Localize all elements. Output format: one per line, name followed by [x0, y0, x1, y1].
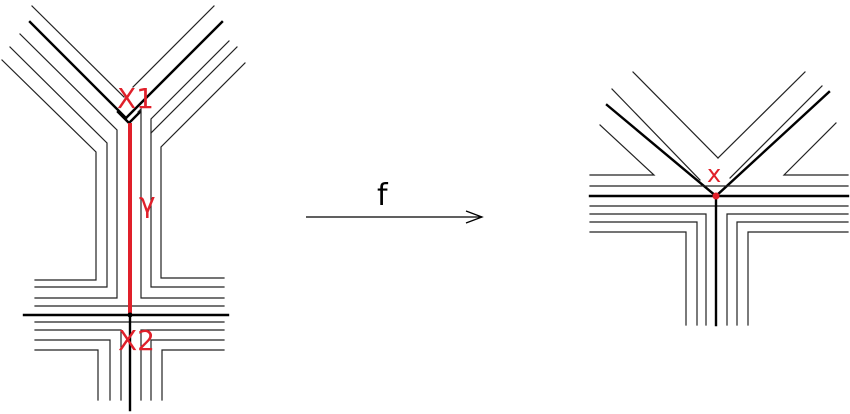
- right-outer-contour-2: [160, 62, 246, 279]
- bottom-contour-right-2: [150, 339, 225, 401]
- gamma-label: γ: [139, 186, 156, 219]
- left-thick-branch-right: [124, 20, 224, 120]
- left-outer-contour-3: [19, 33, 118, 299]
- bottom-contour-left-1: [34, 329, 122, 401]
- bottom-contour-left-3: [34, 349, 99, 401]
- left-outer-contour-1: [1, 59, 97, 281]
- r-bottom-right-3: [747, 231, 849, 326]
- bottom-contour-left-2: [34, 339, 111, 401]
- right-outer-contour-4: [132, 5, 215, 88]
- r-left-contour-1: [589, 124, 656, 176]
- left-outer-contour-4: [31, 5, 125, 98]
- bottom-contour-right-1: [140, 329, 225, 401]
- r-bottom-left-1: [589, 213, 707, 326]
- right-outer-contour-3: [150, 40, 230, 288]
- arrow-head: [465, 210, 484, 224]
- r-right-contour-2: [717, 71, 806, 159]
- r-bottom-left-3: [589, 231, 687, 326]
- r-left-contour-3: [632, 71, 719, 159]
- map-label: f: [377, 178, 389, 213]
- r-bottom-left-2: [589, 221, 698, 326]
- x-node: [712, 192, 720, 200]
- x1-label: X1: [117, 82, 154, 115]
- right-graph: x: [588, 71, 850, 327]
- r-bottom-right-1: [726, 213, 849, 326]
- r-bottom-right-2: [736, 221, 849, 326]
- x-label: x: [707, 160, 721, 188]
- right-outer-contour-1: [150, 46, 238, 134]
- left-thick-branch-left: [28, 20, 128, 120]
- right-outer-contour-5: [137, 107, 225, 299]
- x2-node: [127, 312, 133, 318]
- r-left-thick-branch: [605, 103, 718, 198]
- left-graph: X1 γ X2: [1, 5, 246, 412]
- r-right-contour-1: [729, 85, 823, 179]
- map-arrow: f: [306, 178, 484, 224]
- r-left-contour-2: [611, 88, 701, 181]
- x2-label: X2: [118, 324, 155, 357]
- bottom-contour-right-3: [161, 349, 225, 401]
- r-right-thick-branch: [714, 90, 831, 198]
- left-outer-contour-2: [9, 46, 108, 288]
- r-right-contour-3: [782, 122, 849, 176]
